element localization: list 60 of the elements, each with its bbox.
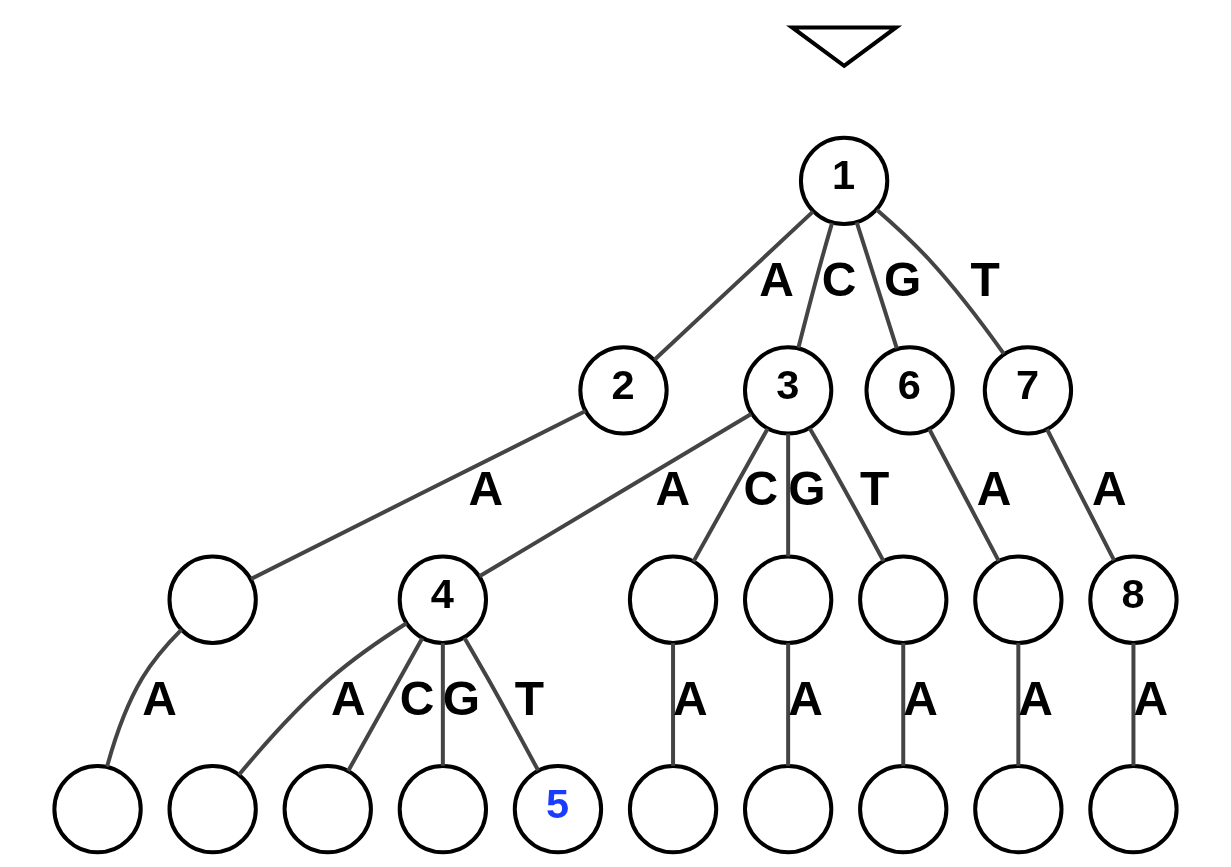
- node-circle: 7: [982, 345, 1074, 436]
- node-circle: [743, 554, 834, 645]
- edge-label: G: [884, 253, 922, 307]
- node-circle: [743, 764, 834, 855]
- connector: [440, 643, 445, 766]
- node-circle: [52, 764, 143, 855]
- connector: [1045, 428, 1116, 562]
- edge-label: A: [655, 462, 691, 516]
- node-circle: 1: [798, 135, 890, 227]
- connector: [346, 637, 425, 772]
- node-circle: [397, 764, 488, 855]
- connector: [901, 643, 906, 766]
- connector: [854, 221, 899, 349]
- node-circle: 6: [864, 345, 955, 436]
- node-circle: [973, 764, 1064, 855]
- edge-label: G: [788, 462, 826, 516]
- node-circle: [858, 764, 949, 855]
- edge-label: A: [1091, 462, 1127, 516]
- edge-label: A: [759, 253, 794, 307]
- node-circle: 4: [397, 554, 488, 645]
- connector: [927, 428, 1001, 562]
- connector: [691, 427, 770, 563]
- connector: [478, 412, 753, 578]
- connector: [1131, 643, 1136, 766]
- connector: [1016, 643, 1021, 766]
- edge-label: T: [970, 253, 1000, 307]
- connector: [671, 643, 676, 766]
- node-circle: 2: [578, 345, 669, 436]
- connector: [796, 222, 834, 349]
- edge-label: A: [142, 671, 177, 725]
- edge-label: C: [743, 462, 779, 516]
- edge-label: A: [976, 462, 1012, 516]
- node-circle: [858, 554, 949, 645]
- edge-label: A: [468, 462, 504, 516]
- connector: [653, 210, 815, 362]
- connector: [808, 427, 886, 563]
- edge-label: A: [330, 671, 366, 725]
- node-circle: [282, 764, 373, 855]
- edge-label: C: [821, 253, 857, 307]
- edge-label: A: [1133, 671, 1169, 725]
- edge-label: T: [514, 671, 545, 725]
- node-circle: [973, 554, 1064, 645]
- connector: [875, 208, 1006, 356]
- node-circle: [627, 764, 719, 855]
- connector: [786, 643, 791, 766]
- node-circle: [167, 764, 258, 855]
- node-circle: 3: [743, 345, 834, 436]
- node-circle: [627, 554, 719, 645]
- node-circle: 8: [1088, 554, 1179, 645]
- connector: [250, 409, 587, 581]
- node-circle: 5: [512, 764, 604, 855]
- connector: [105, 628, 183, 768]
- connector: [237, 621, 408, 777]
- connector: [462, 636, 540, 772]
- node-triangle: [786, 25, 903, 69]
- edge-label: C: [399, 671, 435, 725]
- connector: [786, 433, 791, 557]
- node-circle: [1088, 764, 1179, 855]
- node-circle: [167, 554, 258, 645]
- edge-label: T: [860, 462, 890, 516]
